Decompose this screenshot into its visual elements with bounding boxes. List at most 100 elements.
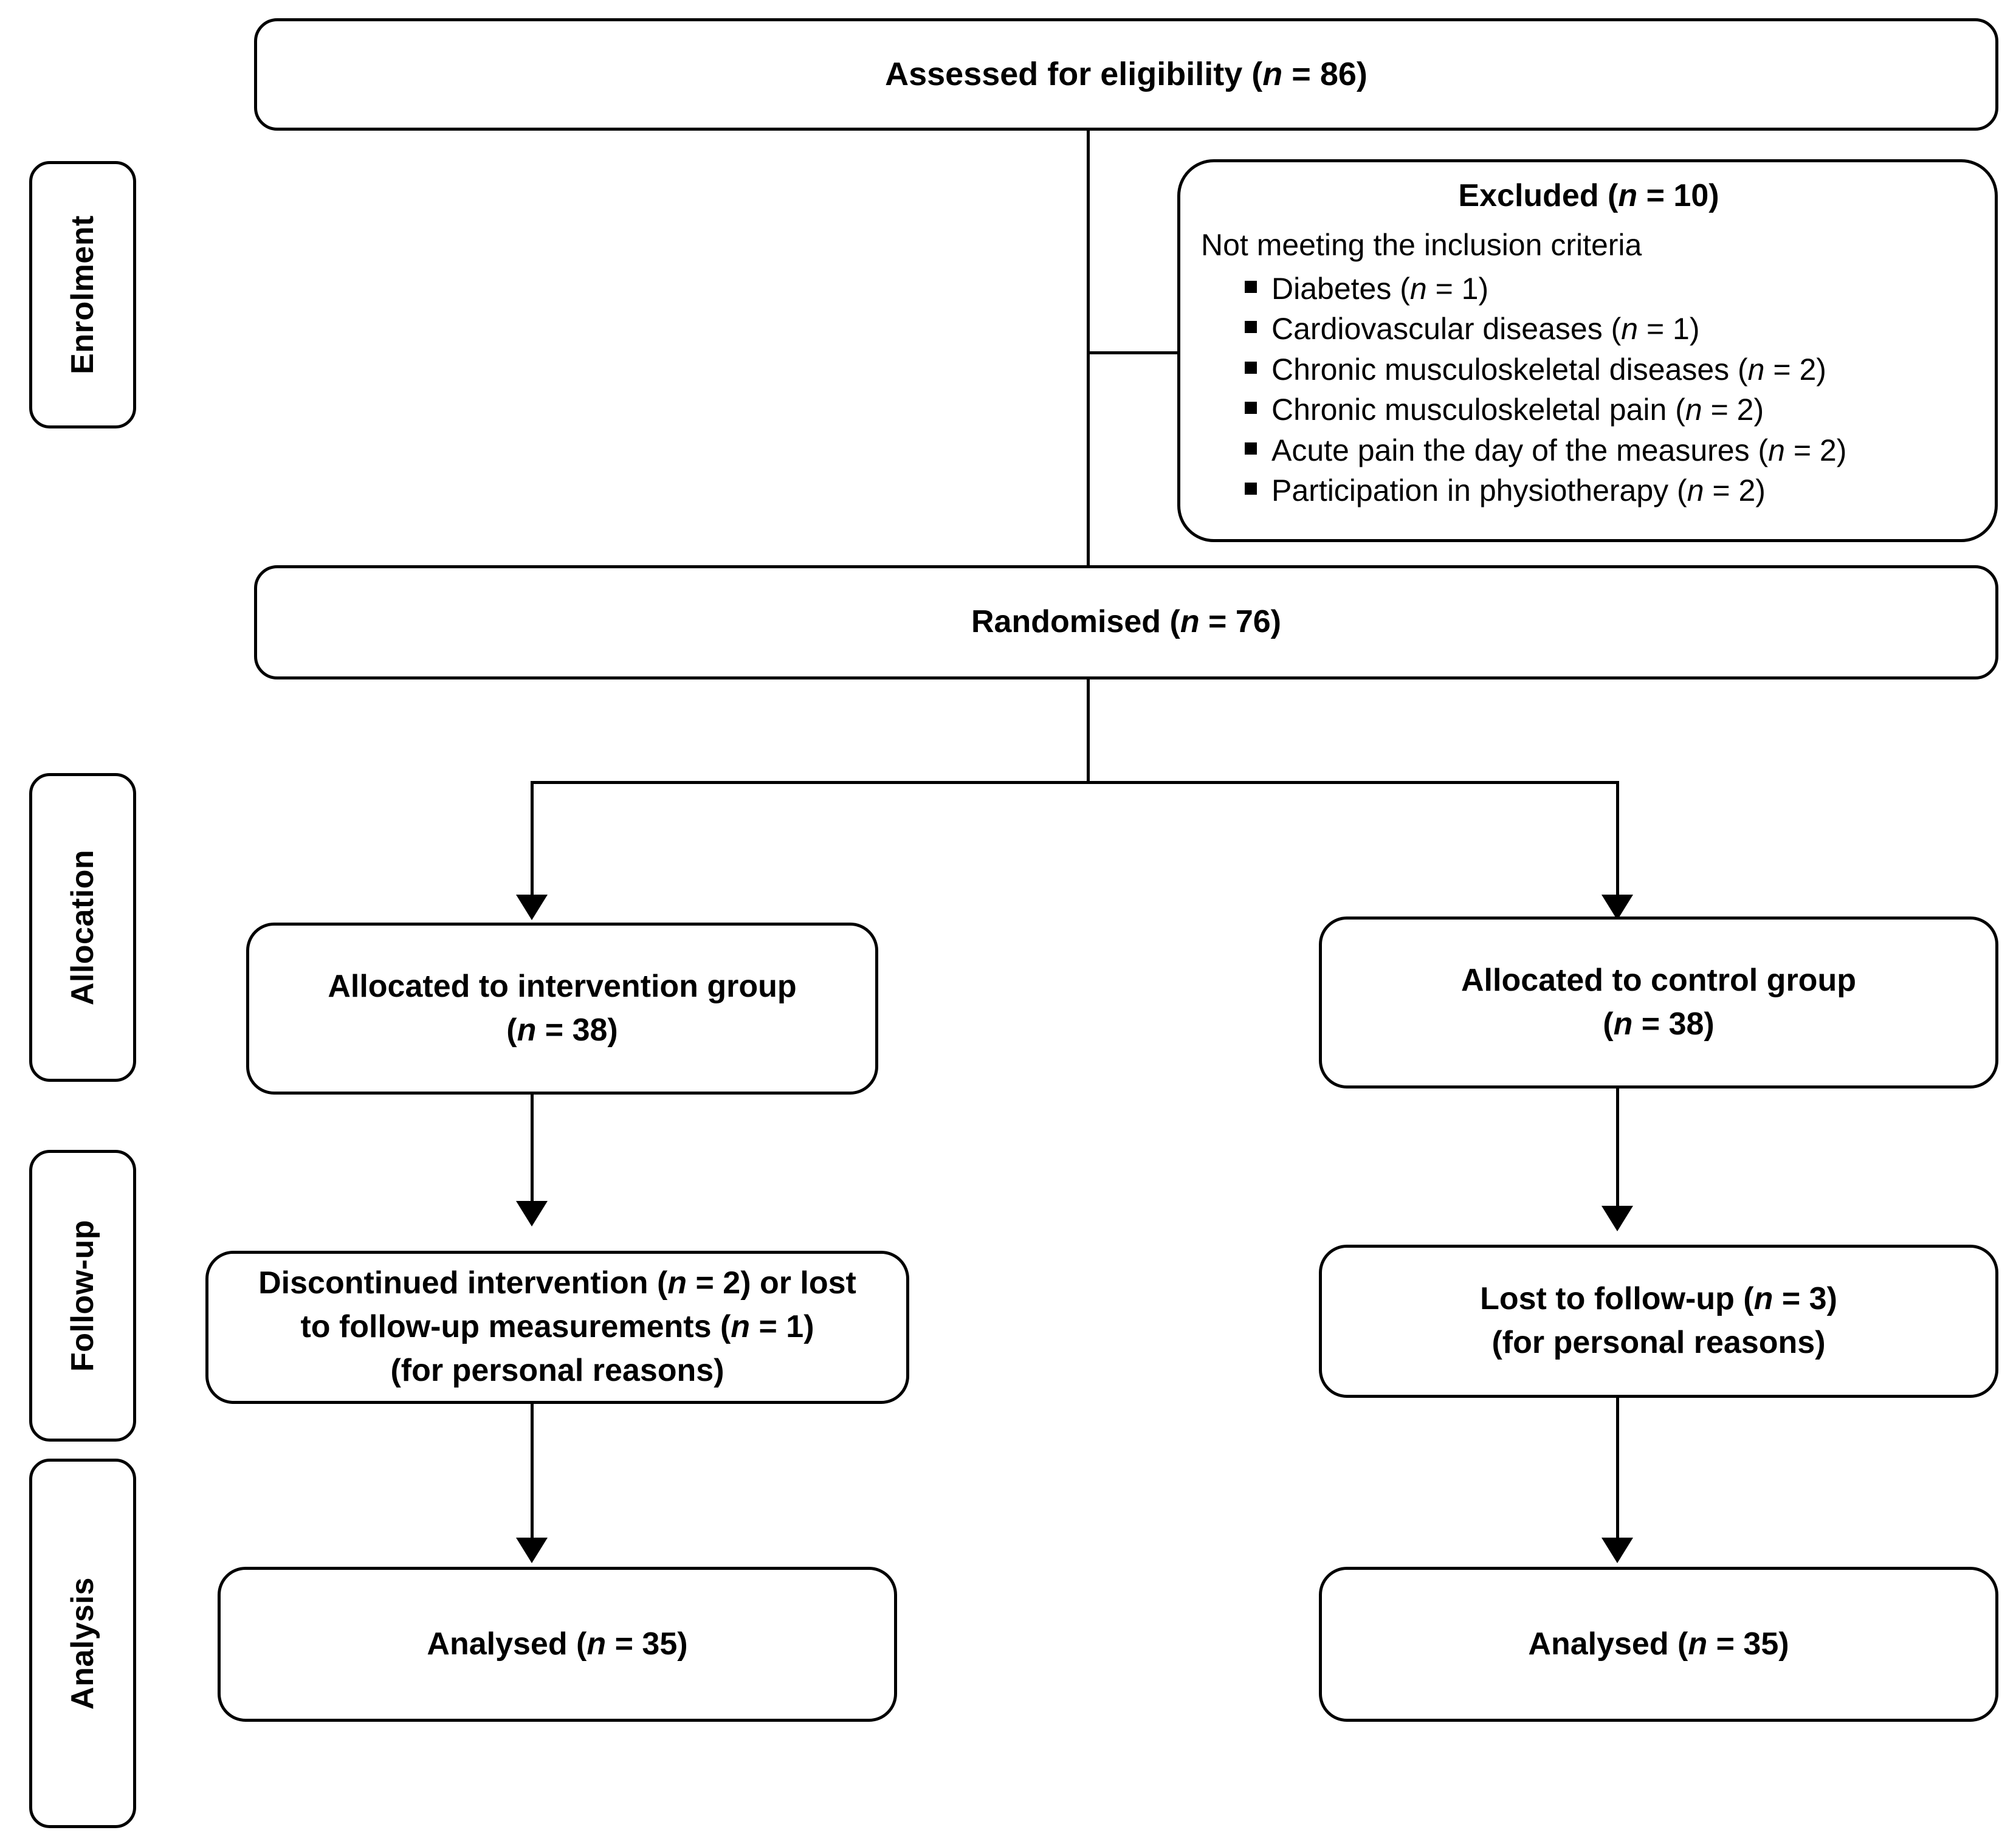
node-allocated-intervention-italic-n: n xyxy=(517,1012,537,1048)
connector-followup-control-to-analysed xyxy=(1616,1397,1619,1541)
node-allocated-control-text: Allocated to control group(n = 38) xyxy=(1322,959,1995,1047)
node-allocated-control-line2-prefix: ( xyxy=(1603,1006,1614,1042)
stage-label-allocation: Allocation xyxy=(29,773,136,1082)
square-bullet-icon xyxy=(1245,442,1257,455)
square-bullet-icon xyxy=(1245,402,1257,414)
arrowhead-to-followup-intervention xyxy=(516,1201,548,1226)
node-followup-intervention: Discontinued intervention (n = 2) or los… xyxy=(205,1251,909,1404)
node-assessed-text: Assessed for eligibility (n = 86) xyxy=(257,52,1995,97)
node-analysed-intervention: Analysed (n = 35) xyxy=(218,1567,897,1722)
node-analysed-control: Analysed (n = 35) xyxy=(1319,1567,1998,1722)
node-analysed-control-prefix: Analysed ( xyxy=(1528,1626,1688,1662)
node-excluded-title-italic-n: n xyxy=(1618,178,1638,213)
list-item: Acute pain the day of the measures (n = … xyxy=(1245,430,1976,471)
stage-label-analysis-text: Analysis xyxy=(65,1577,101,1710)
reason-tail: = 2) xyxy=(1764,352,1826,387)
node-followup-control-line2: (for personal reasons) xyxy=(1491,1325,1826,1360)
node-analysed-intervention-italic-n: n xyxy=(587,1626,607,1662)
reason-text: Participation in physiotherapy ( xyxy=(1271,473,1687,508)
node-allocated-control: Allocated to control group(n = 38) xyxy=(1319,916,1998,1088)
stage-label-analysis: Analysis xyxy=(29,1459,136,1828)
node-allocated-intervention: Allocated to intervention group (n = 38) xyxy=(246,923,878,1095)
node-followup-intervention-line3: (for personal reasons) xyxy=(390,1352,724,1388)
node-allocated-intervention-text: Allocated to intervention group (n = 38) xyxy=(249,965,875,1053)
reason-italic-n: n xyxy=(1409,271,1427,306)
node-followup-intervention-line1-prefix: Discontinued intervention ( xyxy=(258,1265,668,1301)
connector-randomised-split-bar xyxy=(531,781,1619,784)
connector-randomised-stem xyxy=(1087,679,1090,783)
connector-assessed-to-randomised xyxy=(1087,129,1090,565)
node-allocated-control-italic-n: n xyxy=(1613,1006,1633,1042)
square-bullet-icon xyxy=(1245,280,1257,293)
node-assessed-for-eligibility: Assessed for eligibility (n = 86) xyxy=(254,18,1998,131)
node-excluded-title-prefix: Excluded ( xyxy=(1458,178,1619,213)
stage-label-allocation-text: Allocation xyxy=(65,849,100,1006)
reason-text: Chronic musculoskeletal diseases ( xyxy=(1271,352,1748,387)
stage-label-followup: Follow-up xyxy=(29,1150,136,1442)
node-allocated-intervention-line1: Allocated to intervention group xyxy=(328,968,797,1004)
arrowhead-to-alloc-control xyxy=(1601,895,1633,920)
square-bullet-icon xyxy=(1245,321,1257,334)
reason-tail: = 1) xyxy=(1638,312,1700,346)
reason-text: Diabetes ( xyxy=(1271,271,1410,306)
node-excluded-title: Excluded (n = 10) xyxy=(1201,174,1976,218)
node-followup-intervention-text: Discontinued intervention (n = 2) or los… xyxy=(208,1262,906,1392)
node-followup-control-italic-n: n xyxy=(1753,1281,1773,1317)
node-followup-intervention-italic-n-2: n xyxy=(731,1309,751,1345)
connector-split-left-drop xyxy=(531,781,534,898)
reason-text: Chronic musculoskeletal pain ( xyxy=(1271,393,1685,427)
connector-alloc-intervention-to-followup xyxy=(531,1094,534,1205)
list-item: Cardiovascular diseases (n = 1) xyxy=(1245,309,1976,349)
node-analysed-intervention-text: Analysed (n = 35) xyxy=(221,1623,894,1666)
list-item: Chronic musculoskeletal pain (n = 2) xyxy=(1245,390,1976,430)
node-analysed-control-italic-n: n xyxy=(1688,1626,1708,1662)
reason-italic-n: n xyxy=(1621,312,1639,346)
list-item: Chronic musculoskeletal diseases (n = 2) xyxy=(1245,349,1976,390)
node-assessed-prefix: Assessed for eligibility ( xyxy=(885,56,1263,93)
arrowhead-to-analysed-intervention xyxy=(516,1538,548,1563)
square-bullet-icon xyxy=(1245,361,1257,374)
node-allocated-intervention-line2-prefix: ( xyxy=(506,1012,517,1048)
node-assessed-suffix: = 86) xyxy=(1282,56,1368,93)
reason-italic-n: n xyxy=(1685,393,1702,427)
reason-italic-n: n xyxy=(1687,473,1704,508)
reason-text: Acute pain the day of the measures ( xyxy=(1271,433,1769,467)
node-excluded: Excluded (n = 10) Not meeting the inclus… xyxy=(1177,159,1998,542)
node-analysed-intervention-suffix: = 35) xyxy=(606,1626,688,1662)
node-analysed-control-text: Analysed (n = 35) xyxy=(1322,1623,1995,1666)
node-excluded-reason-list: Diabetes (n = 1) Cardiovascular diseases… xyxy=(1201,269,1976,511)
connector-split-right-drop xyxy=(1616,781,1619,898)
node-randomised-prefix: Randomised ( xyxy=(971,604,1180,640)
connector-followup-intervention-to-analysed xyxy=(531,1403,534,1541)
connector-assessed-to-excluded xyxy=(1087,351,1179,354)
reason-tail: = 2) xyxy=(1702,393,1764,427)
node-followup-intervention-italic-n-1: n xyxy=(667,1265,687,1301)
list-item: Participation in physiotherapy (n = 2) xyxy=(1245,470,1976,511)
node-followup-intervention-line1-mid: = 2) or lost xyxy=(687,1265,856,1301)
node-followup-intervention-line2-suffix: = 1) xyxy=(750,1309,814,1345)
reason-text: Cardiovascular diseases ( xyxy=(1271,312,1622,346)
stage-label-enrolment: Enrolment xyxy=(29,161,136,428)
node-excluded-subtitle: Not meeting the inclusion criteria xyxy=(1201,227,1642,262)
reason-tail: = 2) xyxy=(1704,473,1766,508)
stage-label-followup-text: Follow-up xyxy=(65,1220,101,1372)
node-randomised-suffix: = 76) xyxy=(1199,604,1281,640)
node-followup-intervention-line2-prefix: to follow-up measurements ( xyxy=(300,1309,731,1345)
node-followup-control-line1-prefix: Lost to follow-up ( xyxy=(1480,1281,1754,1317)
node-excluded-title-suffix: = 10) xyxy=(1637,178,1719,213)
node-randomised-italic-n: n xyxy=(1180,604,1200,640)
node-randomised: Randomised (n = 76) xyxy=(254,565,1998,679)
list-item: Diabetes (n = 1) xyxy=(1245,269,1976,309)
node-followup-control-line1-suffix: = 3) xyxy=(1773,1281,1837,1317)
node-allocated-intervention-line2-suffix: = 38) xyxy=(536,1012,618,1048)
node-assessed-italic-n: n xyxy=(1262,56,1283,93)
reason-tail: = 1) xyxy=(1426,271,1489,306)
arrowhead-to-analysed-control xyxy=(1601,1538,1633,1563)
connector-alloc-control-to-followup xyxy=(1616,1088,1619,1209)
arrowhead-to-followup-control xyxy=(1601,1206,1633,1231)
reason-italic-n: n xyxy=(1768,433,1785,467)
arrowhead-to-alloc-intervention xyxy=(516,895,548,920)
square-bullet-icon xyxy=(1245,483,1257,495)
node-analysed-control-suffix: = 35) xyxy=(1707,1626,1789,1662)
